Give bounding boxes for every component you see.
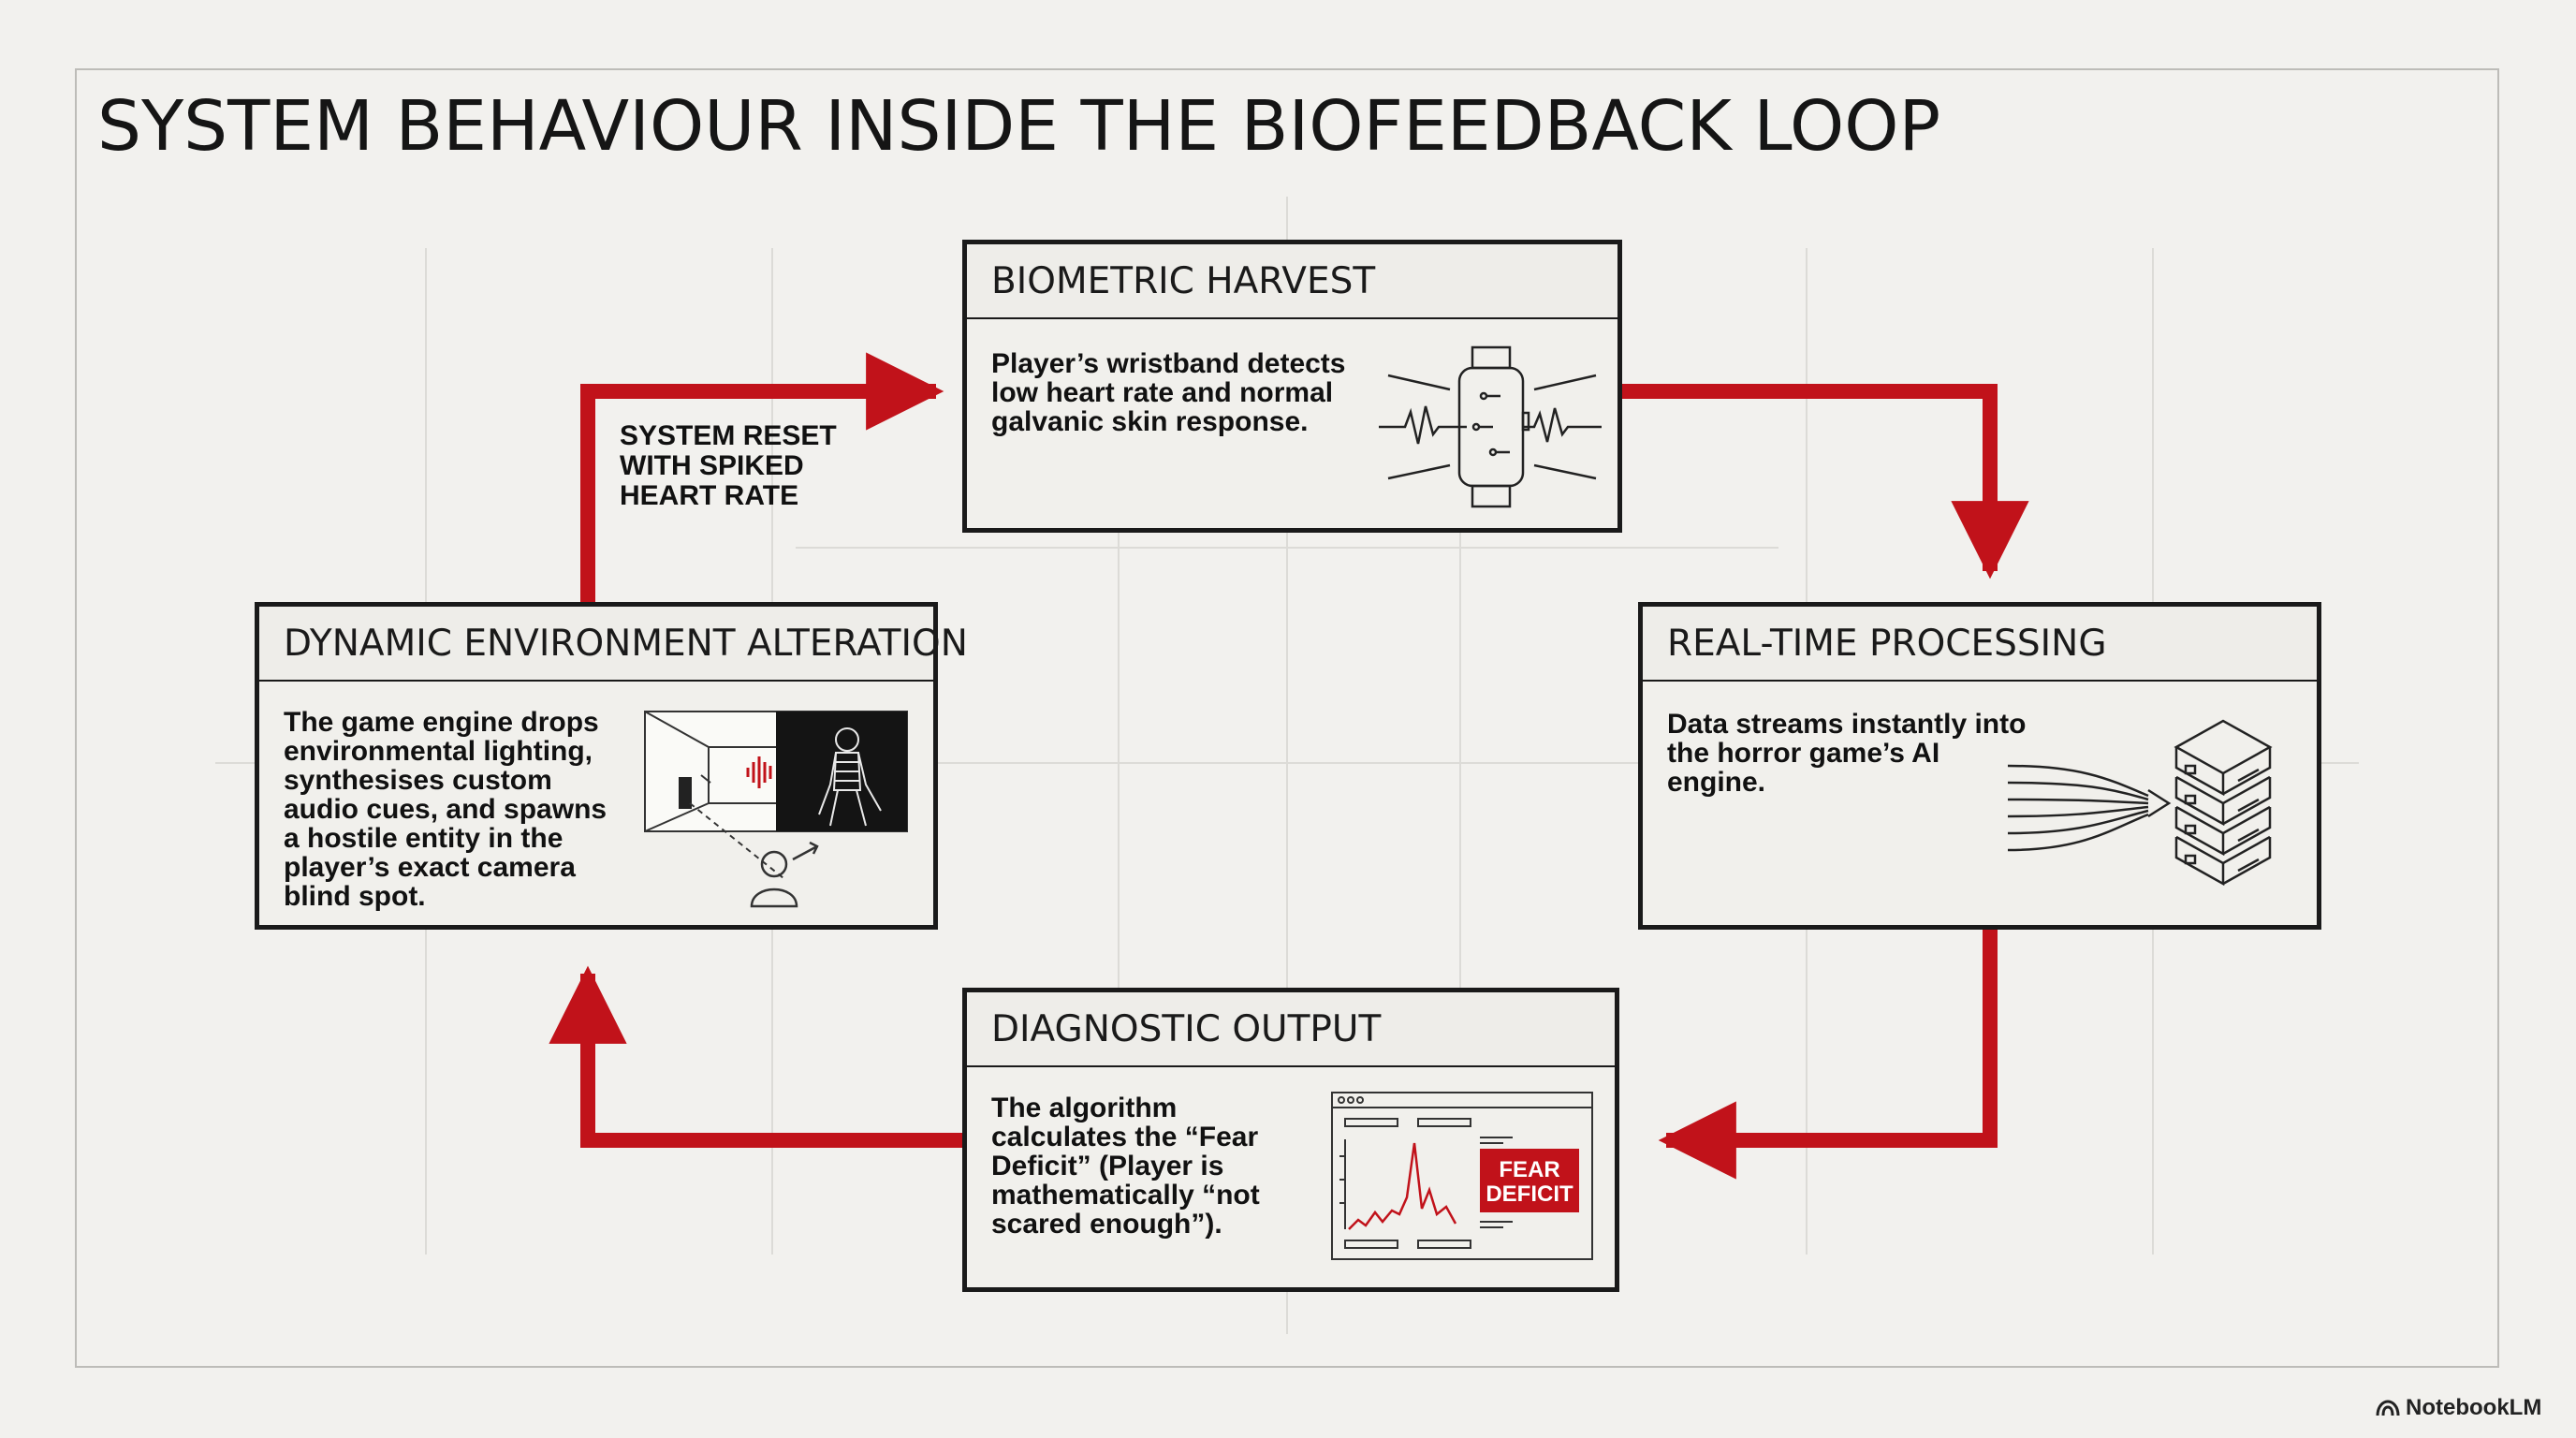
brand-logo: NotebookLM <box>2376 1395 2541 1421</box>
node-title: BIOMETRIC HARVEST <box>967 244 1617 319</box>
node-diagnostic-output: DIAGNOSTIC OUTPUT The algorithm calculat… <box>962 988 1619 1292</box>
node-description: The game engine drops environmental ligh… <box>284 707 607 912</box>
blind-spot-entity-icon <box>644 711 908 908</box>
node-biometric-harvest: BIOMETRIC HARVEST Player’s wristband det… <box>962 240 1622 533</box>
node-title: REAL-TIME PROCESSING <box>1643 607 2317 682</box>
diagram-frame <box>75 68 2499 1368</box>
page-title: SYSTEM BEHAVIOUR INSIDE THE BIOFEEDBACK … <box>97 86 1941 167</box>
server-stack-icon <box>2008 719 2273 887</box>
edge-label-system-reset: SYSTEM RESET WITH SPIKED HEART RATE <box>620 420 837 511</box>
node-title: DIAGNOSTIC OUTPUT <box>967 992 1615 1067</box>
edge-biometric-to-processing <box>1622 384 2029 580</box>
node-real-time-processing: REAL-TIME PROCESSING Data streams instan… <box>1638 602 2321 930</box>
fear-deficit-badge-line-2: DEFICIT <box>1486 1181 1573 1207</box>
node-description: Data streams instantly into the horror g… <box>1667 709 2027 798</box>
edge-environment-to-biometric <box>580 352 944 604</box>
fear-deficit-badge-line-1: FEAR <box>1499 1157 1559 1182</box>
dashboard-chart-icon: FEAR DEFICIT <box>1331 1092 1593 1260</box>
node-description: The algorithm calculates the “Fear Defic… <box>991 1093 1260 1240</box>
node-dynamic-environment-alteration: DYNAMIC ENVIRONMENT ALTERATION The game … <box>255 602 968 930</box>
node-description: Player’s wristband detects low heart rat… <box>991 348 1346 437</box>
notebooklm-logo-icon <box>2376 1400 2400 1416</box>
brand-name: NotebookLM <box>2406 1395 2542 1420</box>
node-title: DYNAMIC ENVIRONMENT ALTERATION <box>259 607 968 682</box>
edge-processing-to-diagnostic <box>1658 930 1998 1180</box>
edge-diagnostic-to-environment <box>549 965 964 1148</box>
smartwatch-icon <box>1379 345 1602 508</box>
